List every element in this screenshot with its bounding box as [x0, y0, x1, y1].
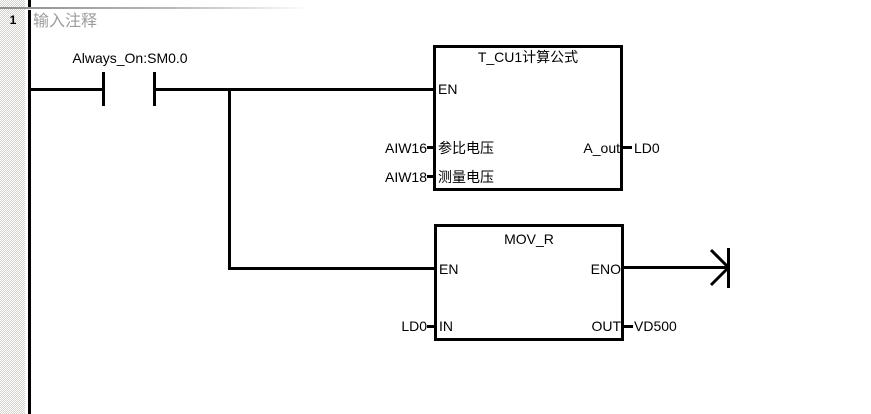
pin-tick	[427, 175, 434, 178]
contact-left-bar-icon	[102, 72, 105, 106]
contact-right-bar-icon	[153, 72, 156, 106]
continuation-arrow-icon	[700, 248, 730, 288]
operand-aiw18[interactable]: AIW18	[384, 169, 427, 185]
branch-wire-vertical	[228, 88, 231, 270]
input-pin-label-1: 参比电压	[438, 140, 494, 156]
eno-output-wire	[624, 266, 703, 269]
function-block-mov-r[interactable]: MOV_R EN ENO IN OUT	[434, 224, 624, 341]
pin-tick	[427, 325, 434, 328]
operand-ld0-in[interactable]: LD0	[401, 318, 427, 334]
network-separator-line	[0, 7, 312, 9]
contact-operand-label[interactable]: Always_On:SM0.0	[72, 50, 188, 66]
out-pin-label: OUT	[591, 318, 621, 334]
operand-ld0-out[interactable]: LD0	[634, 140, 660, 156]
branch-wire-horizontal	[228, 267, 434, 270]
network-number[interactable]: 1	[9, 13, 17, 27]
output-pin-label: A_out	[583, 140, 620, 156]
pin-tick	[623, 146, 632, 149]
power-rail-stub-top	[28, 0, 31, 7]
pin-tick	[427, 146, 434, 149]
block-title: T_CU1计算公式	[477, 49, 579, 65]
eno-pin-label: ENO	[590, 261, 621, 277]
en-pin-label: EN	[439, 261, 459, 277]
en-pin-label: EN	[438, 81, 458, 97]
operand-vd500[interactable]: VD500	[634, 318, 677, 334]
operand-aiw16[interactable]: AIW16	[384, 140, 427, 156]
rung-wire-contact-to-block	[156, 88, 433, 91]
pin-tick	[624, 325, 633, 328]
network-comment[interactable]: 输入注释	[33, 13, 98, 30]
function-block-tcu1[interactable]: T_CU1计算公式 EN 参比电压 测量电压 A_out	[433, 45, 623, 191]
rung-wire-rail-to-contact	[31, 88, 102, 91]
power-rail	[28, 10, 31, 414]
block-title: MOV_R	[504, 231, 554, 247]
network-margin-rail	[0, 0, 25, 414]
input-pin-label-2: 测量电压	[438, 169, 494, 185]
in-pin-label: IN	[439, 318, 453, 334]
